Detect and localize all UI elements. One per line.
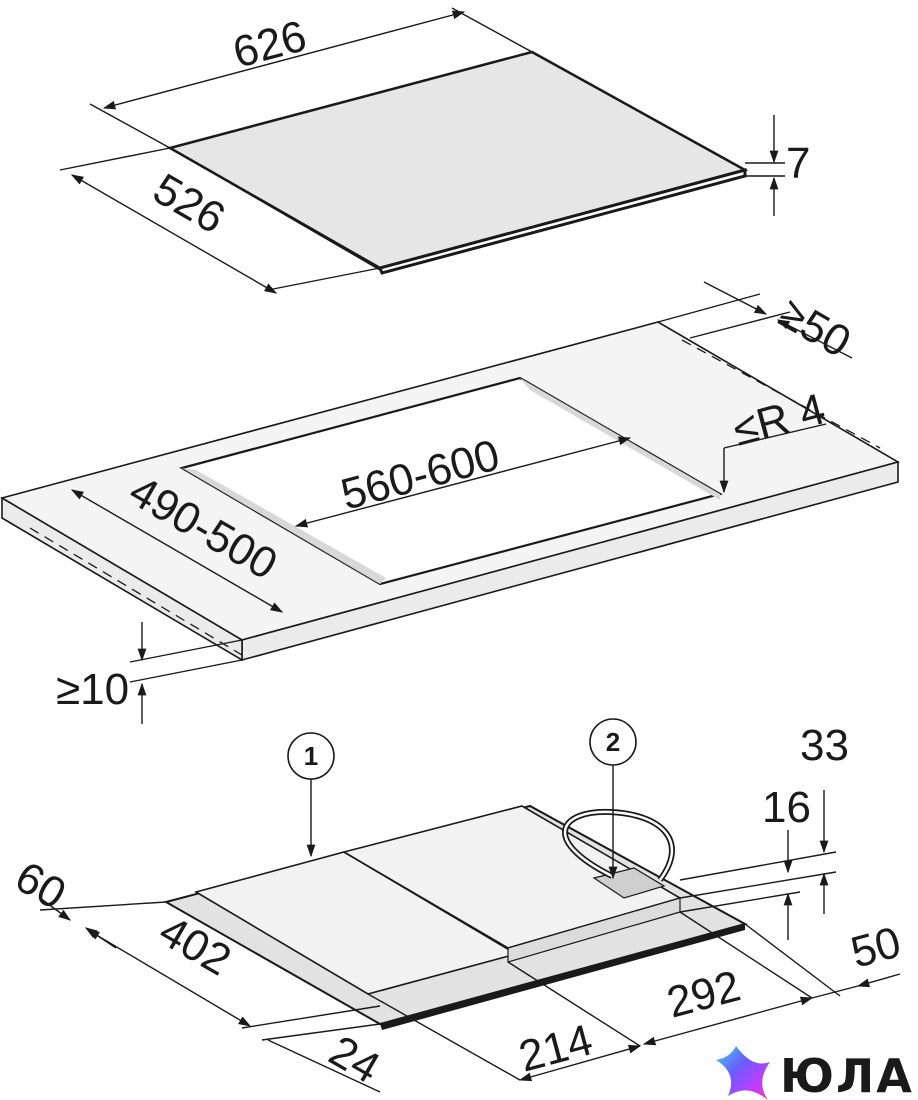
hob-underside-view: 1 2 33 16 60 402 24 214 [7, 718, 906, 1093]
callout-1-label: 1 [304, 741, 318, 771]
brand-name: ЮЛА [780, 1049, 914, 1100]
width-214-label: 214 [514, 1015, 598, 1081]
front-clearance-label: ≥10 [56, 665, 129, 714]
width-292-label: 292 [662, 961, 746, 1027]
hob-width-label: 626 [228, 11, 312, 77]
hob-top-view: 626 526 7 [59, 7, 810, 294]
brand-star-icon [716, 1046, 770, 1100]
worktop-cutout-view: ≥50 ≤R 4 560-600 490-500 ≥10 [0, 281, 901, 724]
brand-logo: ЮЛА [716, 1046, 914, 1100]
height-33-label: 33 [800, 721, 849, 770]
front-24-label: 24 [321, 1026, 388, 1093]
hob-glass-plate [166, 50, 749, 270]
callout-2-label: 2 [606, 727, 620, 757]
height-16-label: 16 [762, 783, 811, 832]
hob-thickness-label: 7 [786, 139, 810, 188]
right-50-label: 50 [846, 918, 906, 978]
